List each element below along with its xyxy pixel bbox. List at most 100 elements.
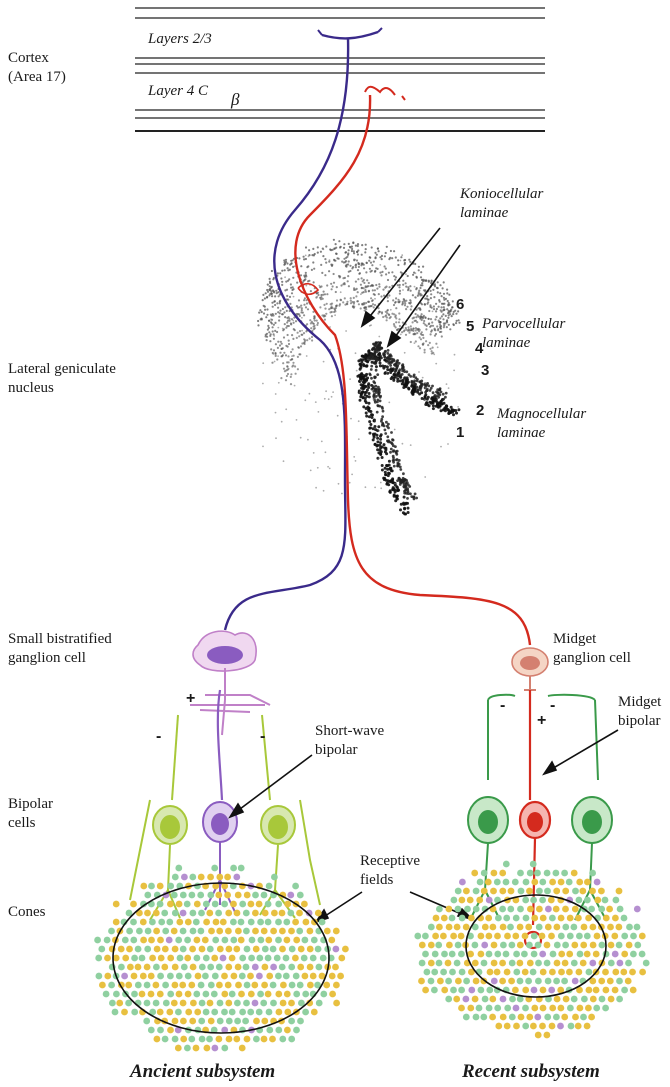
- cone: [149, 919, 156, 926]
- cone: [270, 982, 277, 989]
- cone: [131, 955, 138, 962]
- cone: [481, 942, 488, 949]
- small-bistratified-label: Small bistratified ganglion cell: [8, 630, 112, 668]
- cone: [539, 897, 546, 904]
- cone: [500, 996, 507, 1003]
- cone: [194, 883, 201, 890]
- cone: [229, 955, 236, 962]
- cone: [513, 951, 520, 958]
- cone: [544, 888, 551, 895]
- cone: [453, 996, 460, 1003]
- cone: [247, 973, 254, 980]
- cone: [202, 973, 209, 980]
- lamina-2: 2: [476, 402, 484, 419]
- cone: [540, 1005, 547, 1012]
- cone: [116, 1000, 123, 1007]
- cone: [206, 910, 213, 917]
- cone: [607, 978, 614, 985]
- cone: [450, 987, 457, 994]
- cone: [332, 964, 339, 971]
- cone: [454, 924, 461, 931]
- cone: [571, 996, 578, 1003]
- cone: [494, 933, 501, 940]
- cone: [490, 924, 497, 931]
- cone: [144, 982, 151, 989]
- recent-subsystem-caption: Recent subsystem: [462, 1061, 600, 1083]
- cone: [144, 964, 151, 971]
- cone: [554, 924, 561, 931]
- cone: [535, 978, 542, 985]
- cone: [478, 987, 485, 994]
- cone: [148, 1027, 155, 1034]
- cone: [260, 1000, 267, 1007]
- cone: [535, 1032, 542, 1039]
- cone: [599, 996, 606, 1003]
- cone: [531, 951, 538, 958]
- cone: [561, 870, 568, 877]
- cone: [307, 946, 314, 953]
- cone: [310, 955, 317, 962]
- cone: [575, 915, 582, 922]
- cone: [293, 973, 300, 980]
- lamina-1: 1: [456, 424, 464, 441]
- cone: [575, 1023, 582, 1030]
- cone: [441, 915, 448, 922]
- cone: [571, 942, 578, 949]
- cone: [616, 942, 623, 949]
- cone: [571, 870, 578, 877]
- cone: [234, 1018, 241, 1025]
- cone: [275, 901, 282, 908]
- cone: [289, 946, 296, 953]
- cone: [157, 883, 164, 890]
- cone: [445, 978, 452, 985]
- cone: [518, 888, 525, 895]
- cone: [224, 874, 231, 881]
- cone: [265, 937, 272, 944]
- cone: [253, 1036, 260, 1043]
- cone: [125, 982, 132, 989]
- cone: [279, 946, 286, 953]
- cone: [180, 928, 187, 935]
- cone: [598, 888, 605, 895]
- cone: [486, 897, 493, 904]
- cone: [197, 892, 204, 899]
- cone: [216, 982, 223, 989]
- cone: [630, 987, 637, 994]
- cone: [594, 879, 601, 886]
- cone: [198, 928, 205, 935]
- cone: [517, 906, 524, 913]
- cone: [567, 933, 574, 940]
- cone: [522, 987, 529, 994]
- cone: [477, 879, 484, 886]
- cone: [193, 919, 200, 926]
- cone: [621, 915, 628, 922]
- cone: [275, 919, 282, 926]
- cone: [126, 946, 133, 953]
- cone: [517, 870, 524, 877]
- cone: [455, 978, 462, 985]
- cone: [473, 906, 480, 913]
- cone: [534, 870, 541, 877]
- cone: [509, 996, 516, 1003]
- cone: [257, 991, 264, 998]
- cone: [316, 1000, 323, 1007]
- cone: [499, 960, 506, 967]
- cone: [283, 919, 290, 926]
- cone: [566, 969, 573, 976]
- cone: [261, 1036, 268, 1043]
- cone: [473, 978, 480, 985]
- cone: [503, 951, 510, 958]
- cone: [553, 906, 560, 913]
- cone: [467, 897, 474, 904]
- cone: [149, 955, 156, 962]
- cone: [338, 955, 345, 962]
- cone: [139, 955, 146, 962]
- cone: [485, 879, 492, 886]
- cone: [154, 1036, 161, 1043]
- cone: [207, 946, 214, 953]
- cone: [221, 991, 228, 998]
- cone: [287, 910, 294, 917]
- cone: [108, 928, 115, 935]
- cone: [288, 1036, 295, 1043]
- cone: [324, 928, 331, 935]
